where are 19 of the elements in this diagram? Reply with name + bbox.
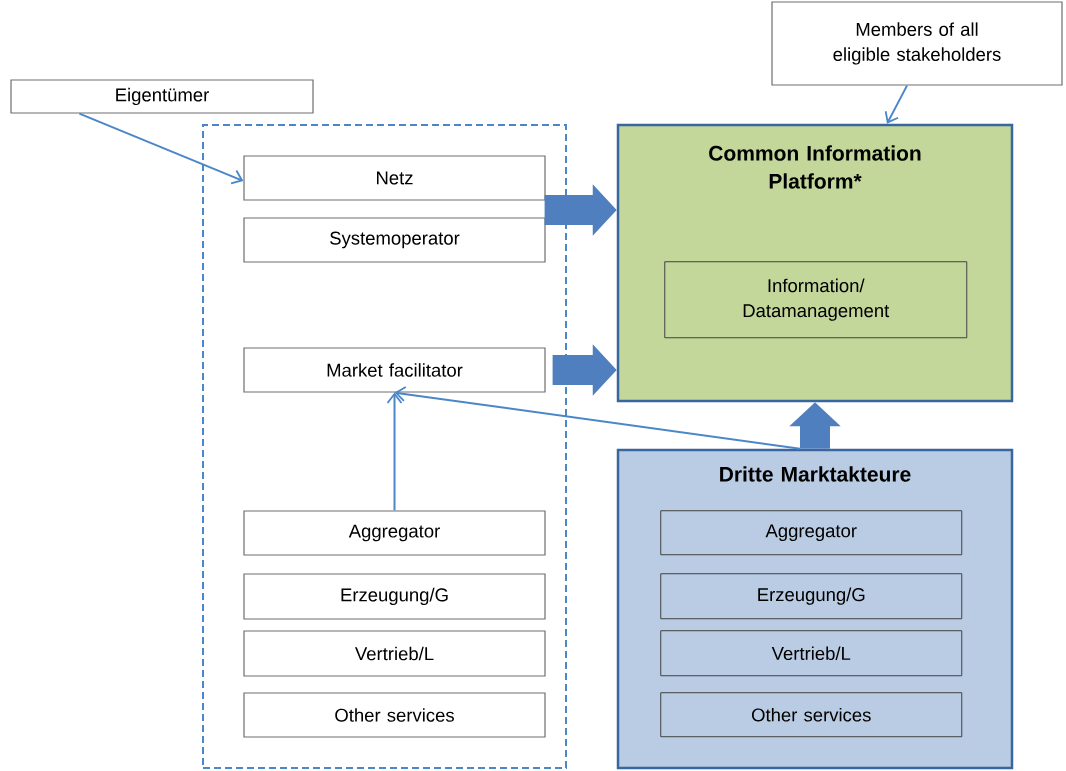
label-box: Eigentümer [10,79,314,114]
module-box: Information/ Datamanagement [664,261,968,339]
role-box: Market facilitator [243,347,546,393]
role-box: Aggregator [660,510,963,556]
role-box: Vertrieb/L [660,630,963,677]
arrow [394,386,801,450]
group-frame [202,124,567,769]
role-box: Netz [243,155,546,201]
arrow [884,84,908,124]
label-box: Members of all eligible stakeholders [771,1,1063,86]
arrow [78,112,244,185]
role-box: Aggregator [243,510,546,556]
role-box: Vertrieb/L [243,630,546,677]
role-box: Systemoperator [243,217,546,263]
role-box: Other services [243,692,546,738]
role-box: Erzeugung/G [660,573,963,620]
role-box: Erzeugung/G [243,573,546,620]
arrow [386,392,403,512]
role-box: Other services [660,692,963,738]
